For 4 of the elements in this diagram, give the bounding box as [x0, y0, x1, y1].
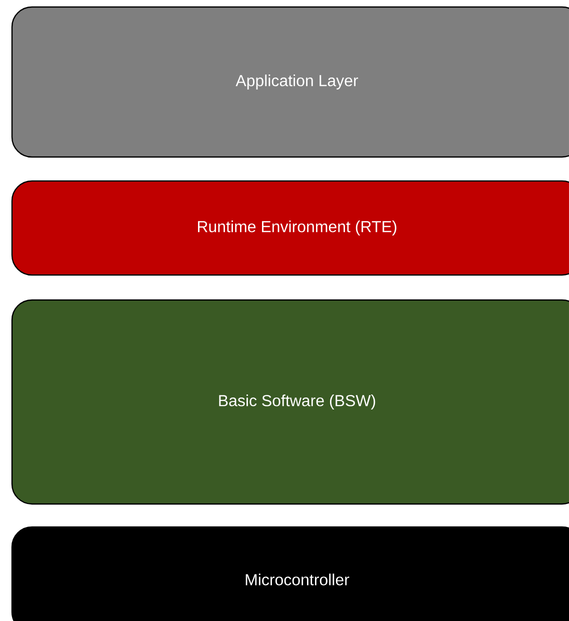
- layer-box: Runtime Environment (RTE): [11, 180, 569, 276]
- layer-box: Microcontroller: [11, 526, 569, 621]
- layer-box: Basic Software (BSW): [11, 299, 569, 505]
- layer-box: Application Layer: [11, 6, 569, 158]
